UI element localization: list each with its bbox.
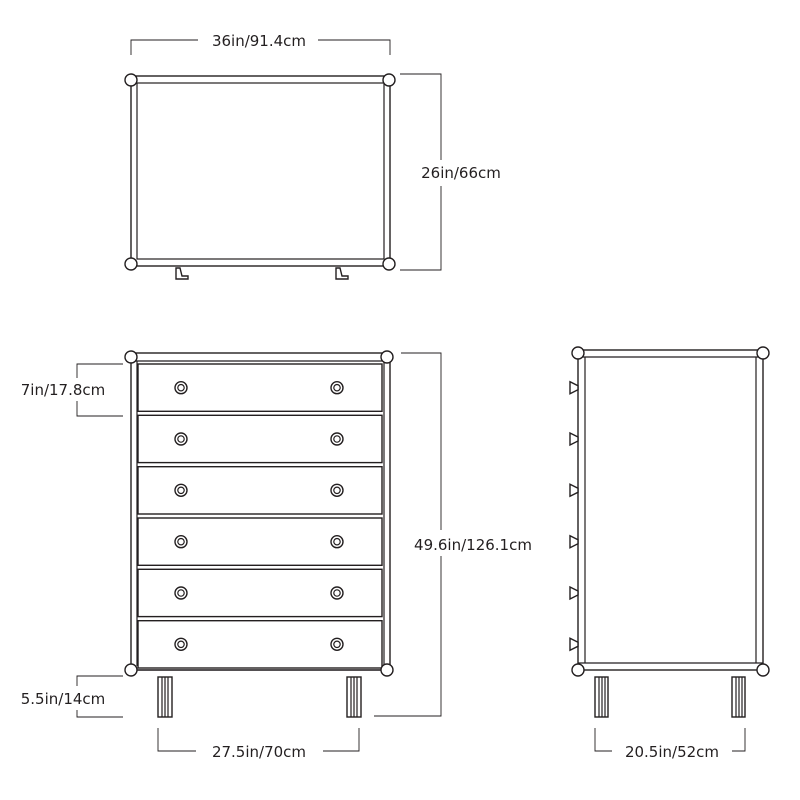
side-knob-profile [569,431,579,447]
front-width-label: 27.5in/70cm [212,743,306,761]
top-depth-label: 26in/66cm [421,164,501,182]
side-knob-profile [569,534,579,549]
front-view [124,350,394,718]
top-width-dimension: 36in/91.4cm [130,32,391,55]
side-view [569,346,770,718]
front-view-corner-post [380,350,394,364]
drawer-height-dimension: 7in/17.8cm [21,363,123,417]
drawer-knob [330,586,344,600]
drawer-knob-center [333,589,341,597]
drawer-knob-center [177,589,185,597]
side-depth-label: 20.5in/52cm [625,743,719,761]
dimension-line [401,352,442,530]
top-view-foot [175,267,189,280]
drawer-knob-center [177,486,185,495]
front-view-corner-post [124,350,138,364]
top-view-inner-panel [136,82,385,260]
drawer-knob-center [333,486,341,495]
drawer-knob [174,586,188,600]
drawer-knob [174,483,188,497]
side-view-corner-post [756,663,770,677]
drawer-knob [330,483,344,497]
front-left-leg [157,676,173,718]
drawer-knob [174,432,188,446]
leg-height-dimension: 5.5in/14cm [21,675,123,718]
side-front-leg [594,676,609,718]
drawer-height-label: 7in/17.8cm [21,381,106,399]
overall-height-label: 49.6in/126.1cm [414,536,532,554]
front-view-corner-post [124,663,138,677]
side-view-cabinet [577,349,764,671]
dimension-line [594,728,612,752]
drawer-stack [137,363,383,669]
top-view-corner-post [382,73,396,87]
front-view-corner-post [380,663,394,677]
drawer-knob [174,535,188,549]
drawer-knob-center [177,640,185,649]
side-view-corner-post [571,346,585,360]
dimension-line [157,728,196,752]
front-width-dimension: 27.5in/70cm [157,728,360,761]
drawer-knob [174,637,188,651]
drawer-knob [330,535,344,549]
side-back-leg [731,676,746,718]
side-knob-profile [569,585,579,601]
dimension-line [318,39,391,55]
dimension-line [732,728,746,752]
dimension-line [76,401,123,417]
drawer-knob-center [333,435,341,443]
top-width-label: 36in/91.4cm [212,32,306,50]
overall-height-dimension: 49.6in/126.1cm [374,352,532,717]
drawer-knob-center [333,383,341,392]
side-knob-profile [569,637,579,652]
drawer-knob [330,381,344,395]
top-view-corner-post [124,73,138,87]
side-view-corner-post [571,663,585,677]
leg-height-label: 5.5in/14cm [21,690,106,708]
side-knob-stack [569,380,579,652]
drawer-knob-center [177,537,185,546]
side-knob-profile [569,380,579,395]
top-depth-dimension: 26in/66cm [400,73,501,271]
top-view-corner-post [382,257,396,271]
drawer-knob-center [177,435,185,443]
top-view-foot [335,267,349,280]
drawer-knob-center [333,537,341,546]
top-view [124,73,396,280]
top-view-corner-post [124,257,138,271]
top-view-outer-frame [130,75,391,267]
drawer-knob [174,381,188,395]
dimension-line [400,186,442,271]
side-knob-profile [569,483,579,498]
dimension-line [374,556,442,717]
side-depth-dimension: 20.5in/52cm [594,728,746,761]
front-right-leg [346,676,362,718]
drawer-knob-center [333,640,341,649]
dimension-line [76,675,123,686]
side-view-corner-post [756,346,770,360]
dimension-line [76,710,123,718]
drawer-knob [330,637,344,651]
dimension-line [130,39,198,55]
drawer-knob [330,432,344,446]
drawer-knob-center [177,383,185,392]
dimension-line [323,728,360,752]
dimension-line [400,73,442,160]
dimension-line [76,363,123,378]
